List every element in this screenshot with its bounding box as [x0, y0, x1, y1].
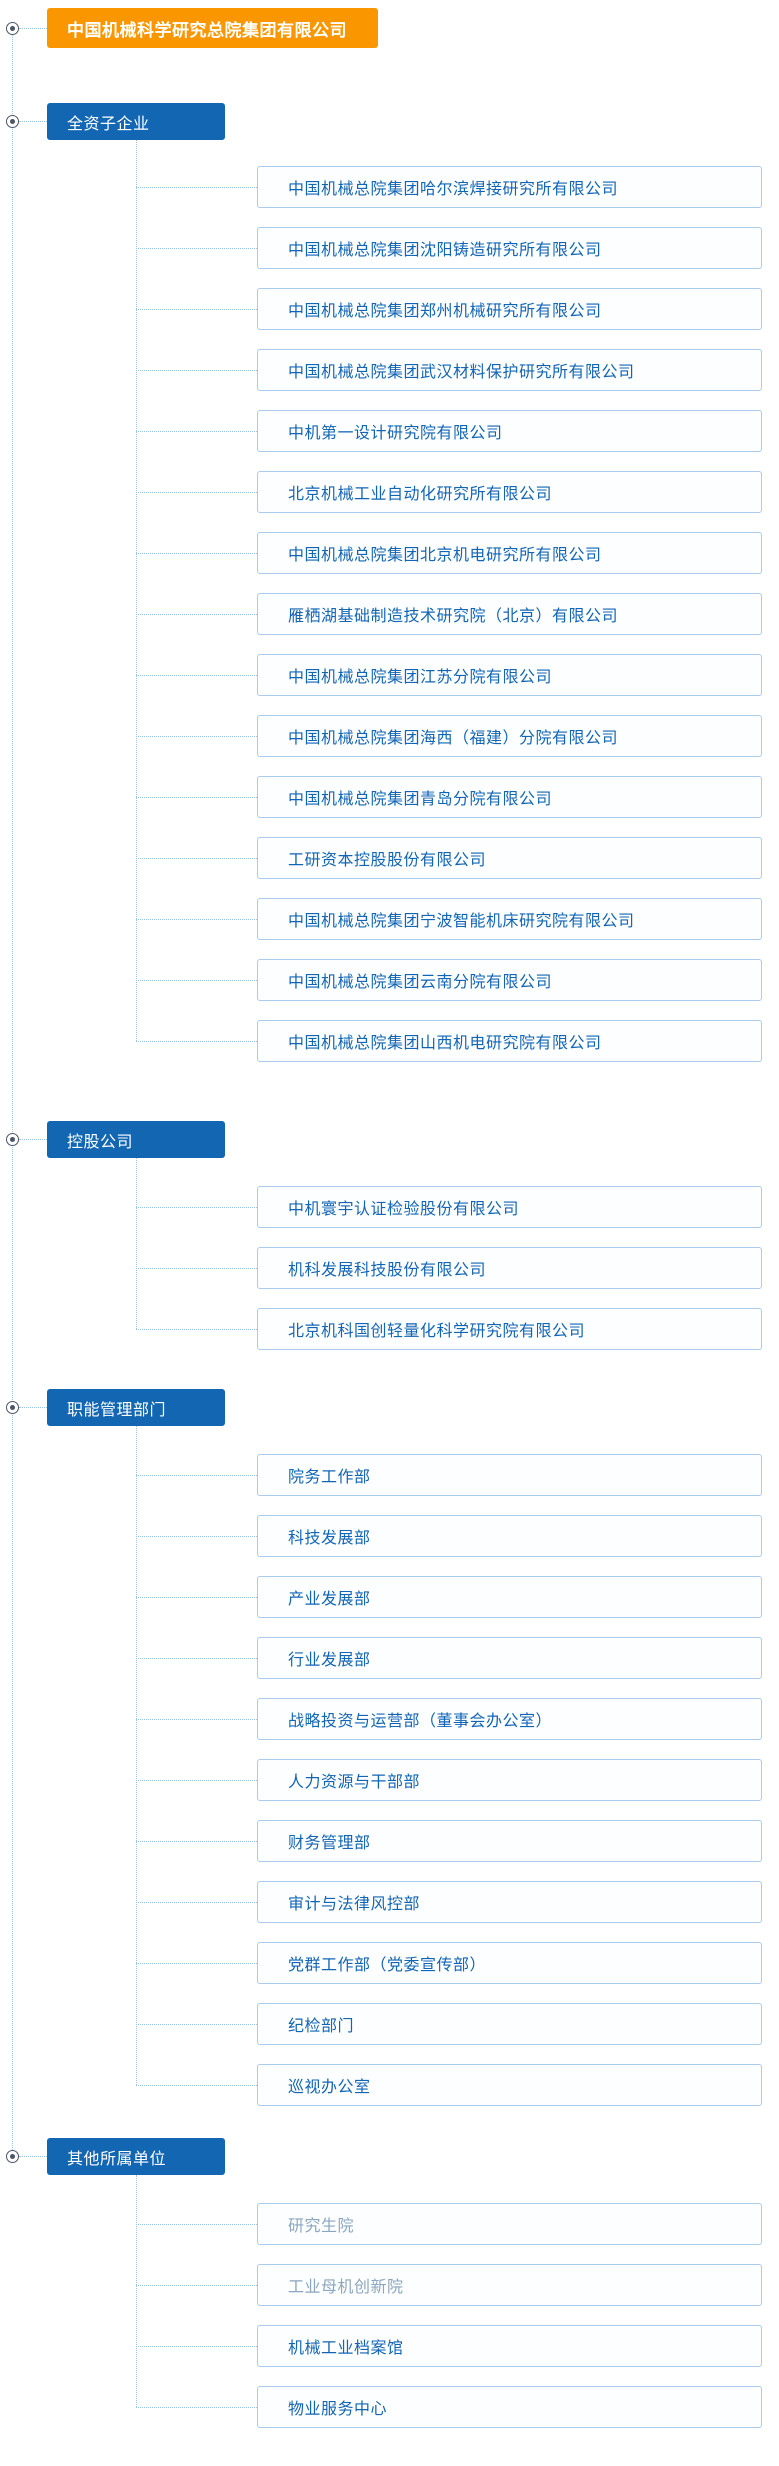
connector-line [19, 1407, 47, 1408]
leaf-node[interactable]: 研究生院 [257, 2203, 762, 2245]
leaf-node[interactable]: 审计与法律风控部 [257, 1881, 762, 1923]
leaf-node[interactable]: 中国机械总院集团山西机电研究院有限公司 [257, 1020, 762, 1062]
category-node[interactable]: 全资子企业 [47, 103, 225, 140]
left-rail-line [12, 28, 13, 2156]
leaf-node[interactable]: 机械工业档案馆 [257, 2325, 762, 2367]
category-collapse-icon[interactable] [5, 1132, 19, 1146]
leaf-node[interactable]: 中国机械总院集团海西（福建）分院有限公司 [257, 715, 762, 757]
leaf-node[interactable]: 工业母机创新院 [257, 2264, 762, 2306]
leaf-node[interactable]: 物业服务中心 [257, 2386, 762, 2428]
leaf-node[interactable]: 中国机械总院集团北京机电研究所有限公司 [257, 532, 762, 574]
leaf-node[interactable]: 中国机械总院集团哈尔滨焊接研究所有限公司 [257, 166, 762, 208]
connector-line [136, 1902, 257, 1903]
connector-line [136, 675, 257, 676]
connector-line [136, 1426, 137, 2085]
connector-line [136, 309, 257, 310]
category-node[interactable]: 职能管理部门 [47, 1389, 225, 1426]
connector-line [136, 614, 257, 615]
connector-line [136, 2285, 257, 2286]
connector-line [136, 187, 257, 188]
leaf-node[interactable]: 财务管理部 [257, 1820, 762, 1862]
leaf-node[interactable]: 中国机械总院集团云南分院有限公司 [257, 959, 762, 1001]
connector-line [136, 2085, 257, 2086]
category-node[interactable]: 控股公司 [47, 1121, 225, 1158]
connector-line [19, 28, 47, 29]
connector-line [136, 919, 257, 920]
connector-line [136, 140, 137, 1041]
connector-line [136, 1041, 257, 1042]
leaf-node[interactable]: 中国机械总院集团沈阳铸造研究所有限公司 [257, 227, 762, 269]
connector-line [136, 980, 257, 981]
connector-line [136, 2407, 257, 2408]
connector-line [19, 1139, 47, 1140]
connector-line [136, 1597, 257, 1598]
leaf-node[interactable]: 中国机械总院集团郑州机械研究所有限公司 [257, 288, 762, 330]
connector-line [136, 370, 257, 371]
leaf-node[interactable]: 中机寰宇认证检验股份有限公司 [257, 1186, 762, 1228]
leaf-node[interactable]: 中国机械总院集团宁波智能机床研究院有限公司 [257, 898, 762, 940]
leaf-node[interactable]: 中国机械总院集团武汉材料保护研究所有限公司 [257, 349, 762, 391]
leaf-node[interactable]: 产业发展部 [257, 1576, 762, 1618]
connector-line [136, 2175, 137, 2407]
connector-line [19, 121, 47, 122]
connector-line [136, 2346, 257, 2347]
connector-line [136, 1780, 257, 1781]
connector-line [136, 1658, 257, 1659]
leaf-node[interactable]: 北京机科国创轻量化科学研究院有限公司 [257, 1308, 762, 1350]
connector-line [136, 1158, 137, 1329]
leaf-node[interactable]: 战略投资与运营部（董事会办公室） [257, 1698, 762, 1740]
leaf-node[interactable]: 行业发展部 [257, 1637, 762, 1679]
connector-line [136, 736, 257, 737]
leaf-node[interactable]: 党群工作部（党委宣传部） [257, 1942, 762, 1984]
root-collapse-icon[interactable] [5, 21, 19, 35]
connector-line [136, 1841, 257, 1842]
category-collapse-icon[interactable] [5, 2149, 19, 2163]
connector-line [136, 1268, 257, 1269]
leaf-node[interactable]: 工研资本控股股份有限公司 [257, 837, 762, 879]
connector-line [19, 2156, 47, 2157]
connector-line [136, 1536, 257, 1537]
category-node[interactable]: 其他所属单位 [47, 2138, 225, 2175]
leaf-node[interactable]: 科技发展部 [257, 1515, 762, 1557]
connector-line [136, 1719, 257, 1720]
connector-line [136, 1207, 257, 1208]
connector-line [136, 492, 257, 493]
leaf-node[interactable]: 人力资源与干部部 [257, 1759, 762, 1801]
leaf-node[interactable]: 纪检部门 [257, 2003, 762, 2045]
connector-line [136, 2024, 257, 2025]
connector-line [136, 553, 257, 554]
category-collapse-icon[interactable] [5, 1400, 19, 1414]
connector-line [136, 2224, 257, 2225]
leaf-node[interactable]: 中机第一设计研究院有限公司 [257, 410, 762, 452]
leaf-node[interactable]: 北京机械工业自动化研究所有限公司 [257, 471, 762, 513]
connector-line [136, 1963, 257, 1964]
connector-line [136, 858, 257, 859]
leaf-node[interactable]: 中国机械总院集团青岛分院有限公司 [257, 776, 762, 818]
category-collapse-icon[interactable] [5, 114, 19, 128]
leaf-node[interactable]: 机科发展科技股份有限公司 [257, 1247, 762, 1289]
org-root-node[interactable]: 中国机械科学研究总院集团有限公司 [47, 8, 378, 48]
leaf-node[interactable]: 中国机械总院集团江苏分院有限公司 [257, 654, 762, 696]
leaf-node[interactable]: 巡视办公室 [257, 2064, 762, 2106]
connector-line [136, 1475, 257, 1476]
connector-line [136, 1329, 257, 1330]
leaf-node[interactable]: 雁栖湖基础制造技术研究院（北京）有限公司 [257, 593, 762, 635]
connector-line [136, 431, 257, 432]
leaf-node[interactable]: 院务工作部 [257, 1454, 762, 1496]
connector-line [136, 797, 257, 798]
connector-line [136, 248, 257, 249]
